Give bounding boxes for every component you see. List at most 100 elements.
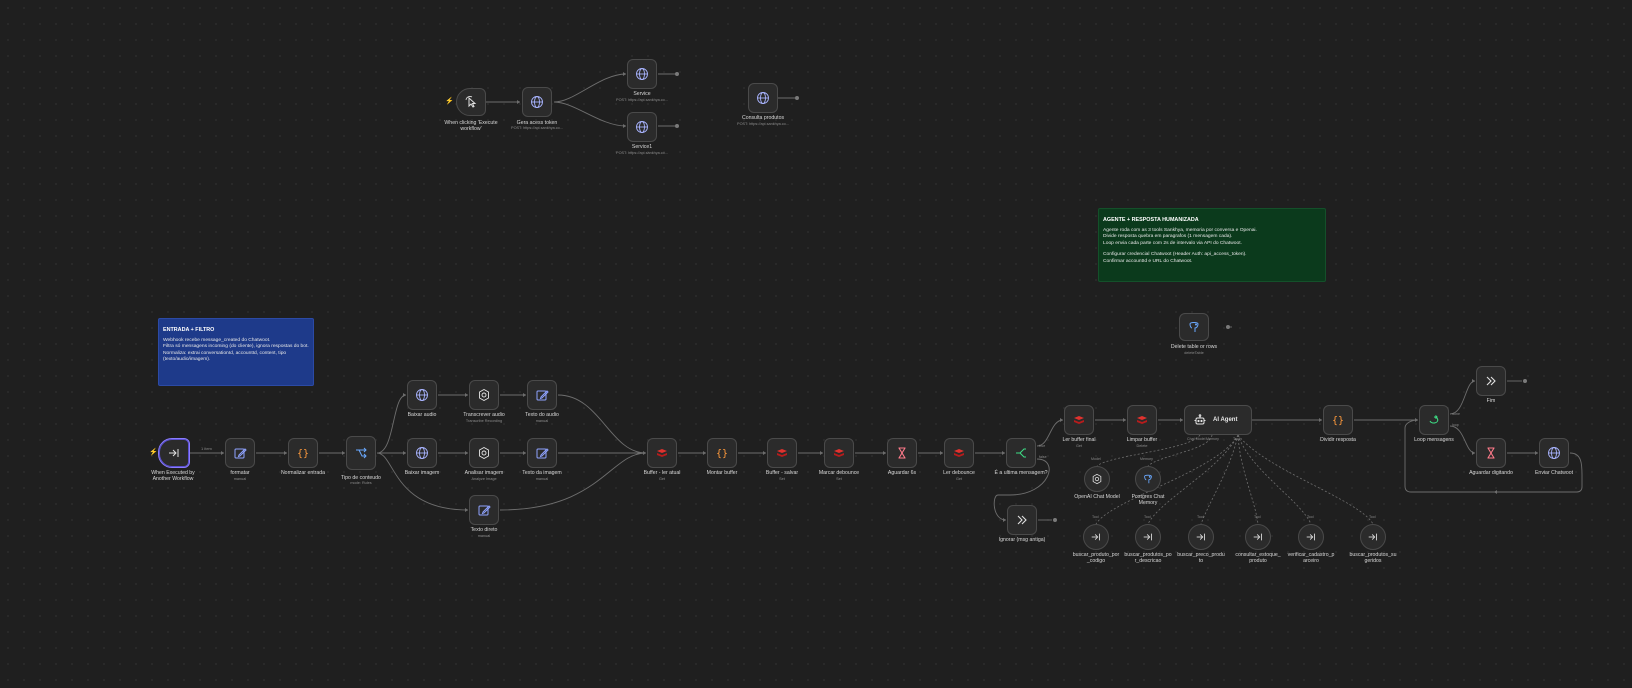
edge bbox=[1237, 434, 1374, 525]
buffer-ler-node[interactable] bbox=[647, 438, 677, 468]
tool-buscar-produto-codigo-node[interactable] bbox=[1083, 524, 1109, 550]
edge bbox=[557, 394, 647, 454]
sticky-line: Webhook recebe message_created do Chatwo… bbox=[163, 337, 271, 343]
node-label: Ler debounce bbox=[943, 470, 975, 476]
ler-debounce-node[interactable] bbox=[944, 438, 974, 468]
add-connection-handle[interactable] bbox=[1053, 518, 1057, 522]
loop-mensagens-node[interactable] bbox=[1419, 405, 1449, 435]
svg-text:{}: {} bbox=[1332, 416, 1344, 427]
edge bbox=[376, 394, 407, 454]
trigger-bolt-icon: ⚡ bbox=[445, 98, 454, 105]
marcar-debounce-node[interactable] bbox=[824, 438, 854, 468]
service1-node[interactable] bbox=[627, 112, 657, 142]
node-subtitle: POST: https://api.sankhya.co... bbox=[616, 98, 668, 102]
model-port-label: Model bbox=[1091, 457, 1101, 461]
enter-arrow-icon bbox=[1143, 533, 1152, 541]
tool-buscar-produtos-sugeridos-node[interactable] bbox=[1360, 524, 1386, 550]
svg-text:{}: {} bbox=[716, 449, 728, 460]
node-label: Loop mensagens bbox=[1414, 437, 1454, 443]
enter-arrow-icon bbox=[1306, 533, 1315, 541]
tool-verificar-cadastro-parceiro-node[interactable] bbox=[1298, 524, 1324, 550]
node-label: Marcar debounce bbox=[818, 470, 860, 476]
manual-trigger-node[interactable] bbox=[456, 88, 486, 116]
texto-imagem-node[interactable] bbox=[527, 438, 557, 468]
node-label: Transcrever audio bbox=[463, 412, 505, 418]
gera-token-node[interactable] bbox=[522, 87, 552, 117]
add-connection-handle[interactable] bbox=[795, 96, 799, 100]
aguardar-digitando-node[interactable] bbox=[1476, 438, 1506, 468]
edge bbox=[1449, 380, 1476, 415]
node-subtitle: manual bbox=[233, 477, 247, 481]
node-subtitle: Analyze Image bbox=[471, 477, 497, 481]
node-label: Dividir resposta bbox=[1320, 437, 1356, 443]
sticky-line: Filtra só mensagens incoming (do cliente… bbox=[163, 344, 309, 350]
sticky-entrada-filtro[interactable]: ENTRADA + FILTRO Webhook recebe message_… bbox=[158, 318, 314, 386]
openai-icon bbox=[1092, 473, 1102, 485]
postgres-elephant-icon bbox=[1189, 322, 1199, 332]
code-braces-icon: {} bbox=[716, 449, 728, 460]
pointer-icon bbox=[465, 96, 477, 108]
openai-chat-model-node[interactable] bbox=[1084, 466, 1110, 492]
transcrever-audio-node[interactable] bbox=[469, 380, 499, 410]
dividir-resposta-node[interactable]: {} bbox=[1323, 405, 1353, 435]
tool-buscar-produtos-descricao-node[interactable] bbox=[1135, 524, 1161, 550]
memory-port-label: Memory bbox=[1206, 437, 1219, 441]
sticky-agente-resposta[interactable]: AGENTE + RESPOSTA HUMANIZADA Agente roda… bbox=[1098, 208, 1326, 282]
texto-direto-node[interactable] bbox=[469, 495, 499, 525]
add-connection-handle[interactable] bbox=[675, 124, 679, 128]
ai-agent-node[interactable]: AI Agent bbox=[1184, 405, 1252, 435]
globe-icon bbox=[1548, 447, 1560, 459]
add-connection-handle[interactable] bbox=[1226, 325, 1230, 329]
edge bbox=[1095, 434, 1239, 525]
node-label: consultar_estoque_produto bbox=[1235, 552, 1281, 564]
edge bbox=[1237, 434, 1259, 525]
enviar-chatwoot-node[interactable] bbox=[1539, 438, 1569, 468]
analisar-imagem-node[interactable] bbox=[469, 438, 499, 468]
add-connection-handle[interactable] bbox=[675, 72, 679, 76]
add-connection-handle[interactable] bbox=[1523, 379, 1527, 383]
enter-arrow-icon bbox=[169, 449, 179, 457]
tipo-conteudo-node[interactable] bbox=[346, 436, 376, 470]
redis-icon bbox=[954, 449, 964, 457]
baixar-imagem-node[interactable] bbox=[407, 438, 437, 468]
node-label: When Executed by Another Workflow bbox=[151, 470, 195, 482]
montar-buffer-node[interactable]: {} bbox=[707, 438, 737, 468]
enter-arrow-icon bbox=[1196, 533, 1205, 541]
edge bbox=[1147, 434, 1239, 525]
buffer-salvar-node[interactable] bbox=[767, 438, 797, 468]
code-braces-icon: {} bbox=[297, 449, 309, 460]
node-subtitle: Delete bbox=[1136, 444, 1148, 448]
ler-buffer-final-node[interactable] bbox=[1064, 405, 1094, 435]
redis-icon bbox=[657, 449, 667, 457]
formatar-node[interactable] bbox=[225, 438, 255, 468]
aguardar-node[interactable] bbox=[887, 438, 917, 468]
e-ultima-mensagem-node[interactable] bbox=[1006, 438, 1036, 468]
node-subtitle: POST: https://api.sankhya.co... bbox=[616, 151, 668, 155]
fim-node[interactable] bbox=[1476, 366, 1506, 396]
tool-port-label: Tool bbox=[1144, 515, 1151, 519]
globe-icon bbox=[416, 389, 428, 401]
node-subtitle: manual bbox=[535, 477, 549, 481]
node-label: Service1 bbox=[631, 144, 653, 150]
exec-workflow-trigger-node[interactable] bbox=[158, 438, 190, 468]
delete-table-node[interactable] bbox=[1179, 313, 1209, 341]
texto-audio-node[interactable] bbox=[527, 380, 557, 410]
globe-icon bbox=[636, 121, 648, 133]
normalizar-entrada-node[interactable]: {} bbox=[288, 438, 318, 468]
limpar-buffer-node[interactable] bbox=[1127, 405, 1157, 435]
node-label: Service bbox=[633, 91, 651, 97]
tool-consultar-estoque-produto-node[interactable] bbox=[1245, 524, 1271, 550]
openai-icon bbox=[479, 388, 489, 402]
tool-buscar-preco-produto-node[interactable] bbox=[1188, 524, 1214, 550]
node-label: OpenAI Chat Model bbox=[1074, 494, 1120, 500]
node-label: Buffer - ler atual bbox=[643, 470, 681, 476]
consulta-produtos-node[interactable] bbox=[748, 83, 778, 113]
baixar-audio-node[interactable] bbox=[407, 380, 437, 410]
tool-port-label: Tool bbox=[1233, 437, 1240, 441]
tool-port-label: Tool bbox=[1307, 515, 1314, 519]
ignorar-node[interactable] bbox=[1007, 505, 1037, 535]
service-node[interactable] bbox=[627, 59, 657, 89]
node-label: buscar_produtos_por_descricao bbox=[1124, 552, 1172, 564]
postgres-chat-memory-node[interactable] bbox=[1135, 466, 1161, 492]
